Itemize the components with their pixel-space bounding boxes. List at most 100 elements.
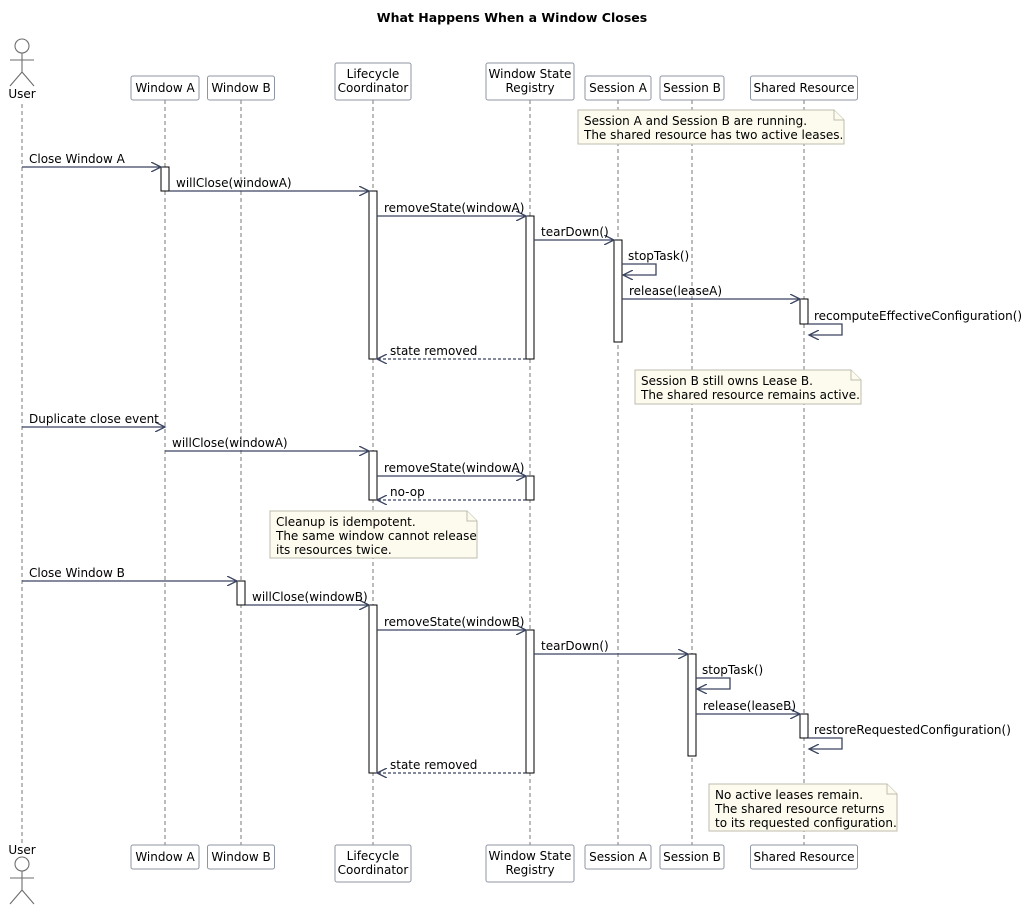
notes: Session A and Session B are running.The …	[269, 109, 898, 832]
participant-session_b-top: Session B	[659, 75, 725, 101]
note-box	[634, 369, 862, 405]
actor-head	[14, 38, 30, 54]
activation-registry	[525, 629, 535, 774]
activation-session_a	[613, 239, 623, 343]
participant-box	[207, 844, 275, 870]
activation-coordinator	[368, 450, 378, 501]
participant-box	[207, 75, 275, 101]
message-label: willClose(windowA)	[176, 176, 292, 190]
note-fold	[850, 370, 861, 381]
message-label: removeState(windowA)	[384, 461, 524, 475]
message-m20: state removed	[377, 758, 526, 773]
note-text: its resources twice.	[276, 543, 392, 557]
participant-label: Window A	[135, 850, 195, 864]
note-fold	[833, 110, 844, 121]
activation-registry	[525, 475, 535, 501]
participant-label: Window State	[489, 849, 572, 863]
participant-label: Shared Resource	[753, 850, 854, 864]
participant-box	[130, 75, 200, 101]
actor-label: User	[8, 87, 35, 101]
message-label: restoreRequestedConfiguration()	[814, 723, 1011, 737]
activation-shared	[799, 713, 809, 739]
note-text: The shared resource has two active lease…	[583, 128, 843, 142]
participant-box	[584, 844, 652, 870]
message-label: state removed	[390, 344, 477, 358]
message-label: release(leaseA)	[629, 284, 722, 298]
participant-box	[485, 844, 575, 883]
participant-label: Registry	[505, 81, 554, 95]
participant-session_a-top: Session A	[584, 75, 652, 101]
activation-window_a	[160, 166, 170, 192]
message-label: stopTask()	[628, 249, 689, 263]
note-text: The shared resource remains active.	[640, 388, 860, 402]
activation-shared	[799, 298, 809, 325]
note-text: No active leases remain.	[715, 788, 863, 802]
participant-label: Coordinator	[338, 863, 409, 877]
message-label: willClose(windowA)	[172, 436, 288, 450]
message-arrow	[696, 677, 731, 689]
participant-session_a-bottom: Session A	[584, 844, 652, 870]
message-m2: willClose(windowA)	[169, 176, 369, 191]
activation-coordinator	[368, 190, 378, 360]
participant-box	[584, 75, 652, 101]
message-m18: release(leaseB)	[696, 699, 800, 714]
participant-session_b-bottom: Session B	[659, 844, 725, 870]
activation-registry	[525, 215, 535, 360]
activation-window_b	[236, 580, 246, 606]
actor-user-bottom: User	[8, 843, 36, 905]
participant-shared-bottom: Shared Resource	[750, 844, 858, 870]
message-m8: state removed	[377, 344, 526, 359]
message-m7: recomputeEffectiveConfiguration()	[808, 309, 1022, 335]
participant-label: Lifecycle	[347, 67, 400, 81]
message-label: removeState(windowB)	[384, 615, 524, 629]
message-m1: Close Window A	[22, 152, 161, 167]
message-m4: tearDown()	[534, 225, 614, 240]
message-m5: stopTask()	[622, 249, 689, 275]
note-text: Session A and Session B are running.	[584, 114, 807, 128]
actor-head	[14, 856, 30, 872]
message-arrow	[808, 737, 843, 749]
activation-bars	[160, 166, 809, 774]
message-m6: release(leaseA)	[622, 284, 800, 299]
message-m16: tearDown()	[534, 639, 688, 654]
participant-label: Lifecycle	[347, 849, 400, 863]
participant-window_a-top: Window A	[130, 75, 200, 101]
message-label: tearDown()	[541, 639, 609, 653]
message-m13: Close Window B	[22, 566, 237, 581]
messages: Close Window A willClose(windowA) removeSt…	[22, 152, 1022, 773]
participant-box	[659, 844, 725, 870]
actor-body	[9, 53, 35, 87]
participant-shared-top: Shared Resource	[750, 75, 858, 101]
message-label: recomputeEffectiveConfiguration()	[814, 309, 1022, 323]
diagram-title: What Happens When a Window Closes	[377, 10, 647, 25]
note-fold	[466, 511, 477, 522]
participant-label: Window A	[135, 81, 195, 95]
message-m14: willClose(windowB)	[245, 590, 369, 605]
participant-box	[334, 844, 412, 883]
participant-label: Session B	[663, 81, 721, 95]
participant-box	[750, 844, 858, 870]
message-m19: restoreRequestedConfiguration()	[808, 723, 1011, 749]
participant-label: Shared Resource	[753, 81, 854, 95]
note-text: Cleanup is idempotent.	[276, 515, 416, 529]
activation-coordinator	[368, 604, 378, 774]
actor-user-top: User	[8, 38, 36, 101]
note-box	[269, 510, 478, 559]
participant-window_b-top: Window B	[207, 75, 275, 101]
message-label: willClose(windowB)	[252, 590, 368, 604]
message-label: removeState(windowA)	[384, 201, 524, 215]
participant-box	[334, 62, 412, 101]
message-arrow	[622, 263, 657, 275]
message-arrow	[808, 323, 843, 335]
note-box	[708, 783, 898, 832]
message-label: tearDown()	[541, 225, 609, 239]
note-fold	[886, 784, 897, 795]
message-label: Close Window B	[29, 566, 125, 580]
participant-label: Session B	[663, 850, 721, 864]
note-text: The same window cannot release	[275, 529, 477, 543]
activation-session_b	[687, 653, 697, 757]
participant-label: Coordinator	[338, 81, 409, 95]
participant-label: Window B	[211, 81, 270, 95]
